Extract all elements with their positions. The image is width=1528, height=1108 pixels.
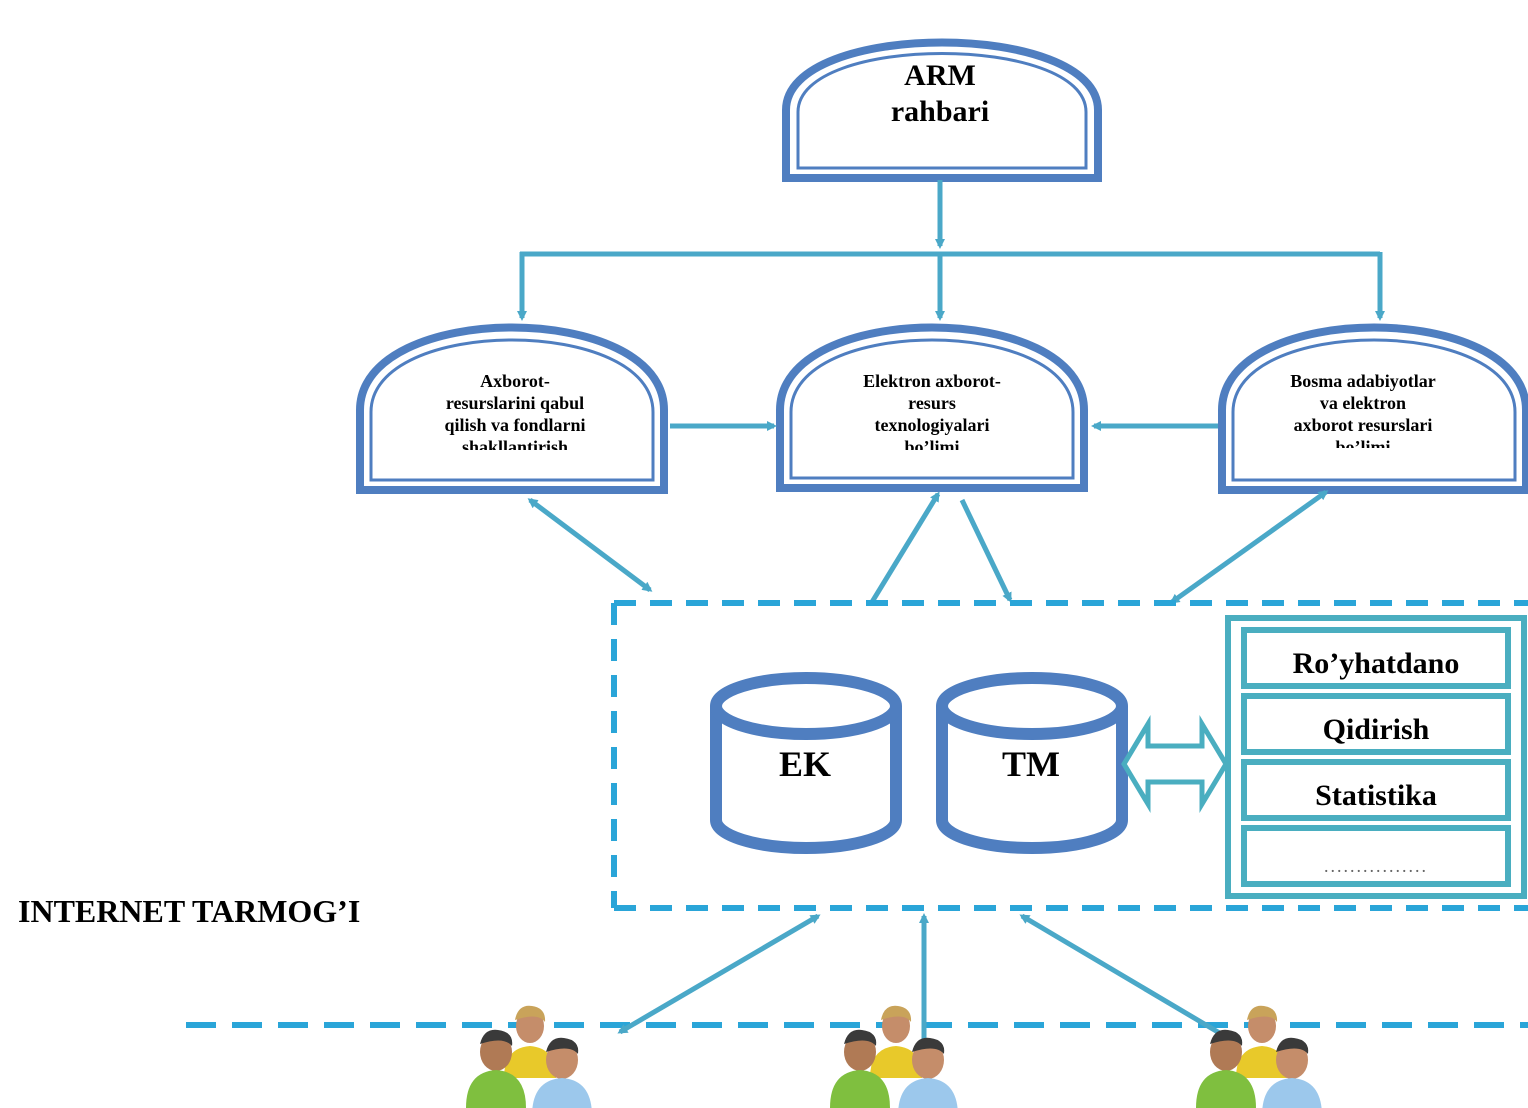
network-label: INTERNET TARMOG’I [18,893,361,929]
tree-connectors [517,180,1385,431]
func-more: ................ [1324,856,1428,876]
dept-label-2: Elektron axborot- resurs texnologiyalari… [822,370,1042,450]
users-group-icon [830,1005,958,1108]
dept-db-arrows [527,489,1329,605]
dept-3-line: axborot resurslari [1293,415,1433,435]
dept-1-line: resurslarini qabul [445,393,585,413]
arm-node [782,38,1102,182]
users-group-icon [466,1005,592,1108]
dept-label-3: Bosma adabiyotlar va elektron axborot re… [1268,370,1458,448]
dept-3-line: bo’limi [1335,437,1391,448]
database-container [611,600,1528,911]
arm-title-line1: ARM [904,59,976,92]
func-statistics: Statistika [1315,779,1437,812]
dept-3-line: va elektron [1319,393,1407,413]
database-tm [936,672,1128,854]
function-panel [1225,615,1527,899]
users-group-icon [1196,1005,1322,1108]
arm-title-line2: rahbari [890,95,990,128]
arm-title: ARM rahbari [790,58,1090,130]
database-ek [710,672,902,854]
dept-3-line: Bosma adabiyotlar [1290,371,1436,391]
dept-2-line: resurs [908,393,956,413]
dept-node-1 [356,323,668,494]
dept-1-line: Axborot- [480,371,550,391]
dept-node-2 [776,323,1088,492]
func-search: Qidirish [1322,713,1430,746]
dept-1-line: qilish va fondlarni [444,415,586,435]
db-ek-label: EK [778,744,831,784]
dept-node-3 [1218,323,1528,494]
dept-label-1: Axborot- resurslarini qabul qilish va fo… [420,370,610,450]
dept-2-line: Elektron axborot- [863,371,1001,391]
dept-2-line: texnologiyalari [874,415,990,435]
double-arrow [1121,714,1229,814]
dept-1-line: shakllantirish [461,437,569,450]
db-tm-label: TM [1002,744,1060,784]
dept-2-line: bo’limi [904,437,960,450]
func-registration: Ro’yhatdano [1292,647,1460,680]
